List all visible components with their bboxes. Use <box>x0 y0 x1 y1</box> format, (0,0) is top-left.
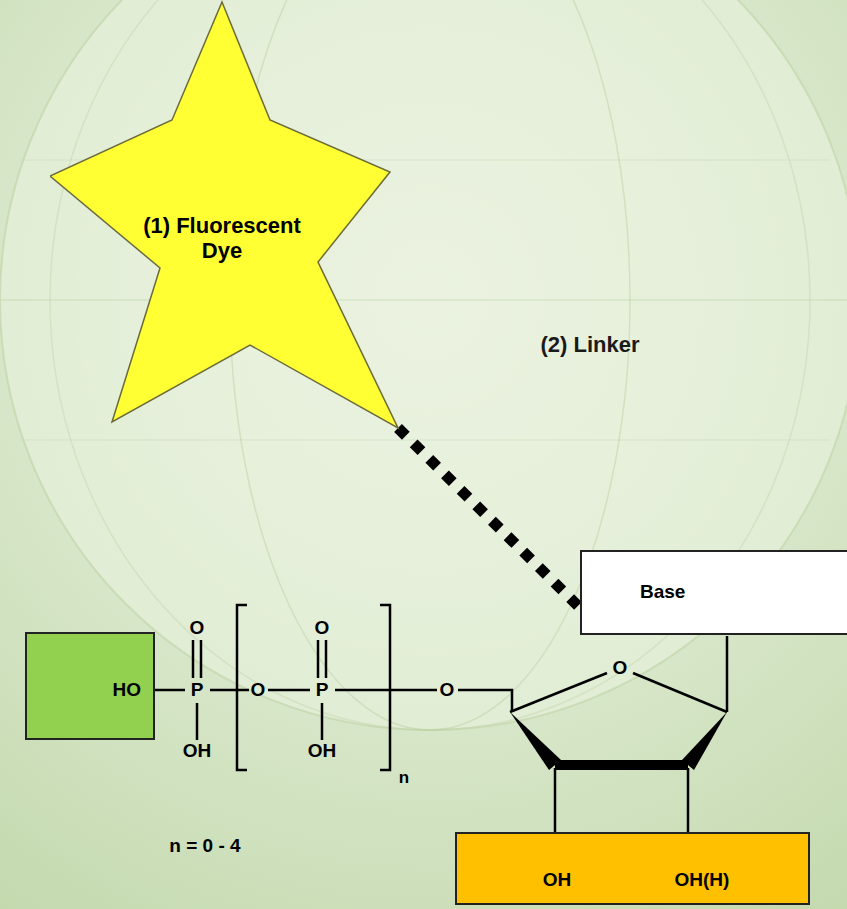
node-text: OH(H) <box>675 869 730 891</box>
phosphorus-atom: P <box>191 679 204 701</box>
repeat-subscript: n <box>399 768 409 788</box>
node-text: HO <box>113 679 142 701</box>
oxygen-atom: O <box>190 617 205 639</box>
oxygen-atom: O <box>315 617 330 639</box>
phosphorus-atom: P <box>316 679 329 701</box>
linker-dotted-line <box>398 428 580 608</box>
ring-oxygen: O <box>613 657 628 679</box>
hydroxyl-group: OH <box>308 740 337 762</box>
base-box: Base <box>580 550 847 635</box>
repeat-range: n = 0 - 4 <box>169 835 240 857</box>
hydroxyl-group: OH <box>183 740 212 762</box>
oxygen-atom: O <box>440 679 455 701</box>
node-text: Base <box>640 581 685 603</box>
node-text: (1) Fluorescent Dye <box>122 213 322 264</box>
sugar-hydroxyl-box: OH OH(H) <box>455 832 810 905</box>
dye-star: (1) Fluorescent Dye <box>50 0 400 430</box>
edge-label: (2) Linker <box>540 332 639 357</box>
phosphate-end-box: HO <box>25 632 155 740</box>
node-text: OH <box>543 869 572 891</box>
oxygen-atom: O <box>251 679 266 701</box>
